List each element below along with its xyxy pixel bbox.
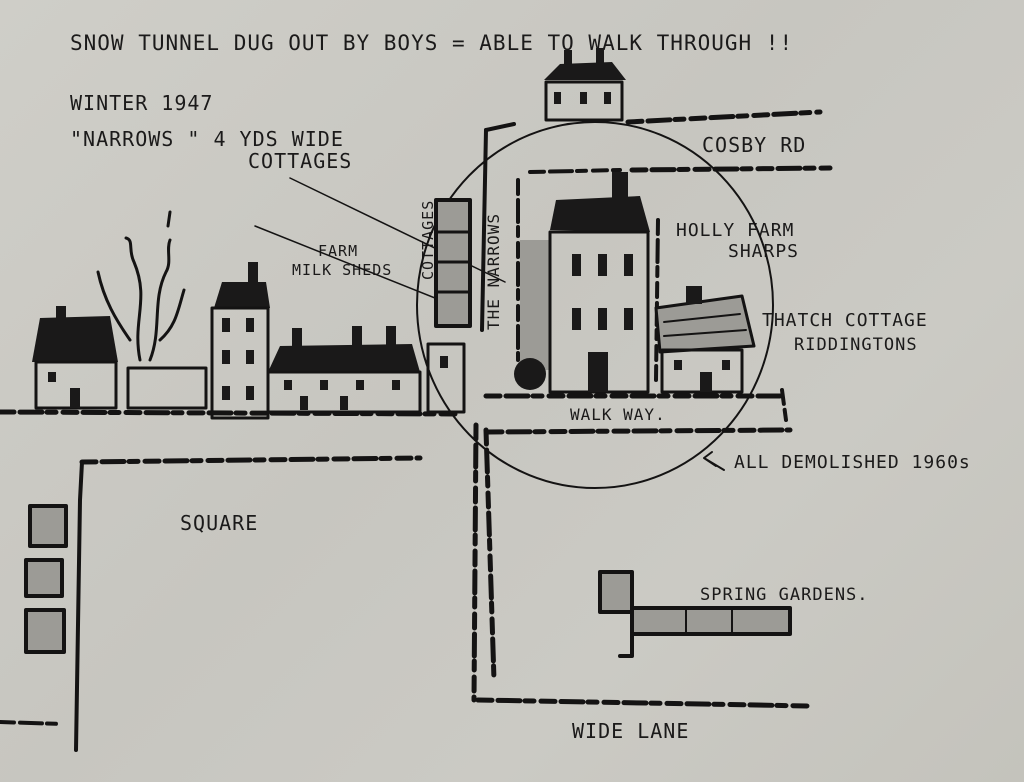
riddingtons-label: RIDDINGTONS bbox=[794, 335, 918, 355]
demolished-area-circle bbox=[416, 121, 774, 489]
the-narrows-label: THE NARROWS bbox=[484, 213, 503, 330]
holly-farm-building bbox=[514, 172, 650, 394]
farm-label: FARM bbox=[318, 242, 358, 260]
milk-sheds-label: MILK SHEDS bbox=[292, 261, 392, 279]
square-buildings bbox=[24, 504, 68, 654]
road-lines bbox=[0, 109, 833, 752]
square-label: SQUARE bbox=[180, 511, 258, 535]
thatch-cottage-building bbox=[654, 286, 756, 394]
holly-farm-label: HOLLY FARM bbox=[676, 220, 794, 241]
spring-gardens-buildings bbox=[598, 570, 792, 658]
wide-lane-label: WIDE LANE bbox=[572, 719, 689, 743]
narrows-width-note: "NARROWS " 4 YDS WIDE bbox=[70, 127, 344, 151]
milk-sheds-row bbox=[266, 326, 466, 414]
snow-tunnel-note: SNOW TUNNEL DUG OUT BY BOYS = ABLE TO WA… bbox=[70, 31, 793, 55]
left-cottage bbox=[32, 306, 208, 410]
cottages-note: COTTAGES bbox=[248, 149, 352, 173]
tall-house bbox=[210, 262, 270, 420]
demolished-label: ALL DEMOLISHED 1960s bbox=[734, 452, 971, 473]
cottages-strip bbox=[434, 198, 472, 328]
cosby-rd-building bbox=[544, 48, 626, 122]
thatch-cottage-label: THATCH COTTAGE bbox=[762, 310, 928, 331]
cosby-rd-label: COSBY RD bbox=[702, 133, 806, 157]
winter-note: WINTER 1947 bbox=[70, 91, 213, 115]
spring-gardens-label: SPRING GARDENS. bbox=[700, 585, 869, 605]
tree-sketch bbox=[96, 210, 186, 362]
sharps-label: SHARPS bbox=[728, 241, 799, 262]
walk-way-label: WALK WAY. bbox=[570, 405, 666, 424]
